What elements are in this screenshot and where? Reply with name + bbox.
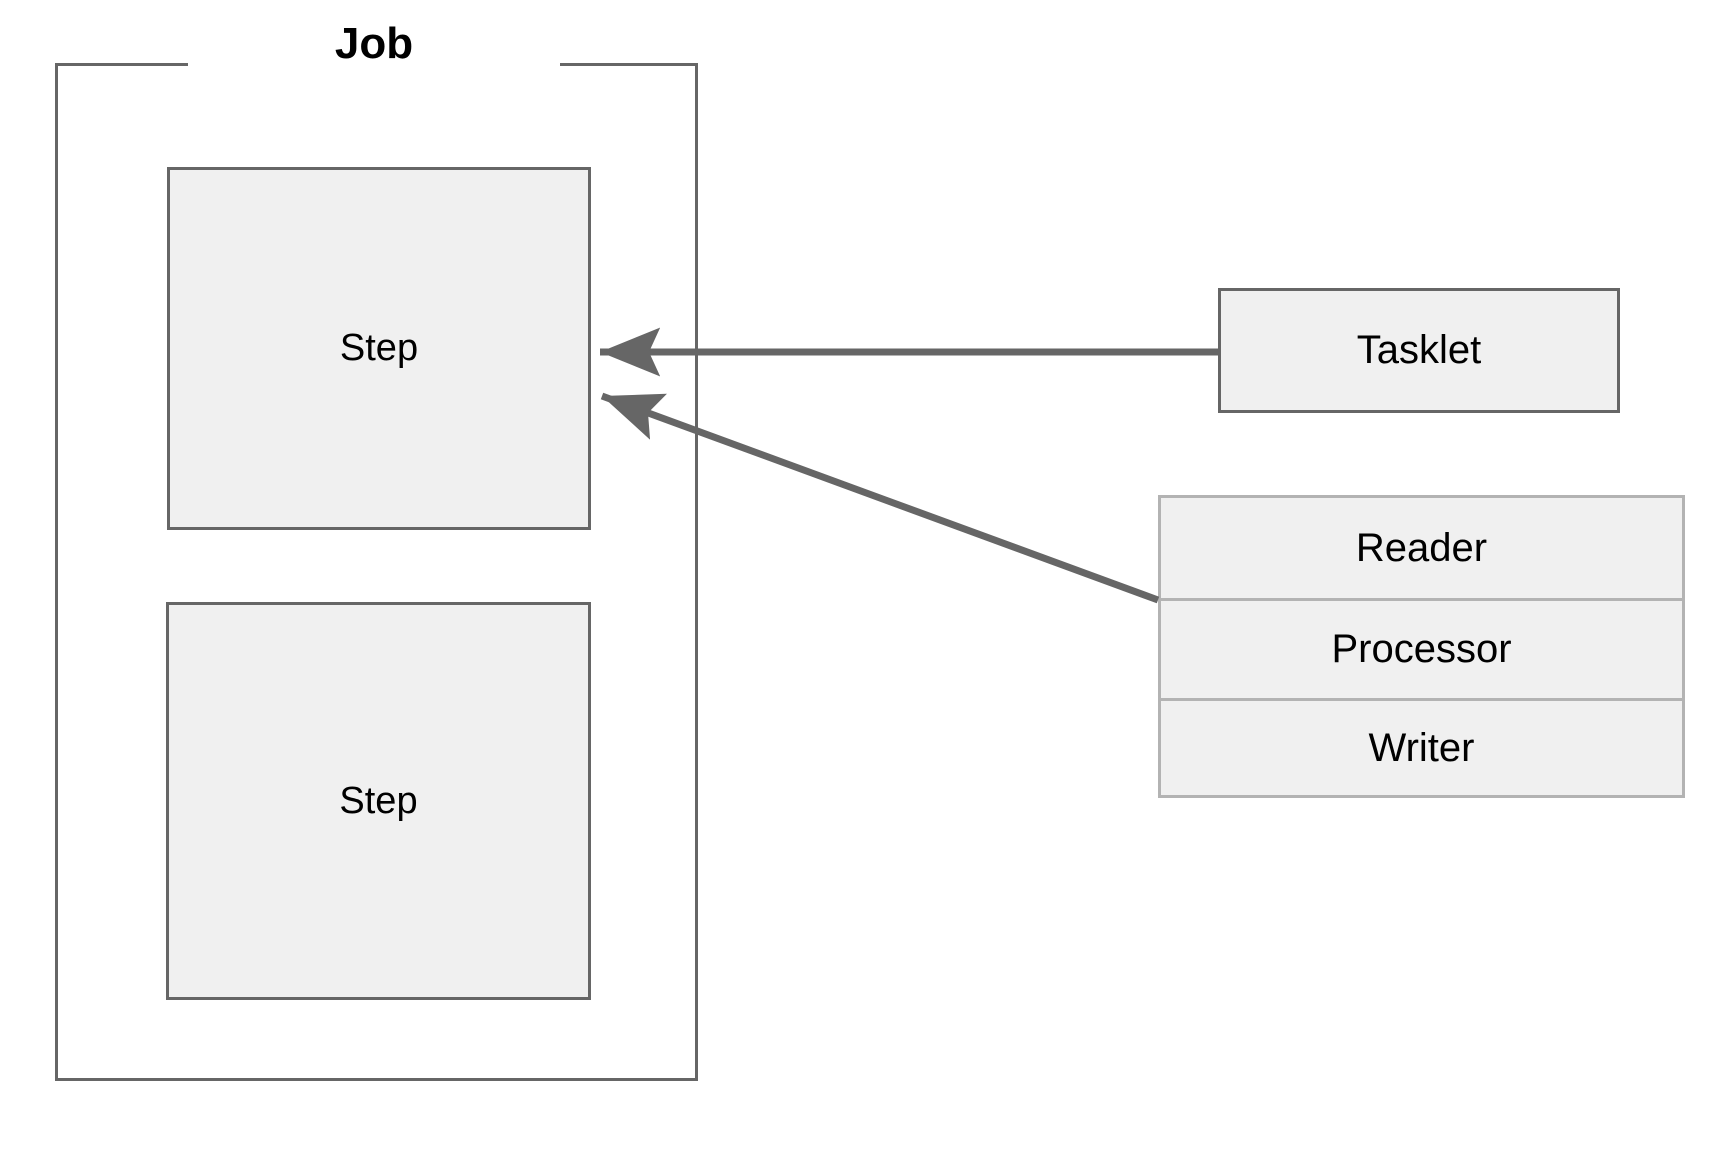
step-1-label: Step	[339, 327, 419, 369]
chunk-row-writer[interactable]: Writer	[1161, 698, 1682, 795]
step-box-2[interactable]: Step	[166, 602, 591, 1000]
writer-label: Writer	[1368, 725, 1475, 770]
reader-label: Reader	[1355, 525, 1488, 570]
chunk-oriented-stack: Reader Processor Writer	[1158, 495, 1685, 798]
chunk-row-processor[interactable]: Processor	[1161, 598, 1682, 698]
tasklet-box[interactable]: Tasklet	[1218, 288, 1620, 413]
job-title-label: Job	[334, 19, 414, 68]
step-2-label: Step	[339, 779, 418, 822]
step-box-1[interactable]: Step	[167, 167, 591, 530]
chunk-row-reader[interactable]: Reader	[1161, 498, 1682, 598]
job-title-border-gap	[188, 55, 560, 73]
processor-label: Processor	[1331, 627, 1512, 671]
tasklet-label: Tasklet	[1356, 328, 1482, 372]
